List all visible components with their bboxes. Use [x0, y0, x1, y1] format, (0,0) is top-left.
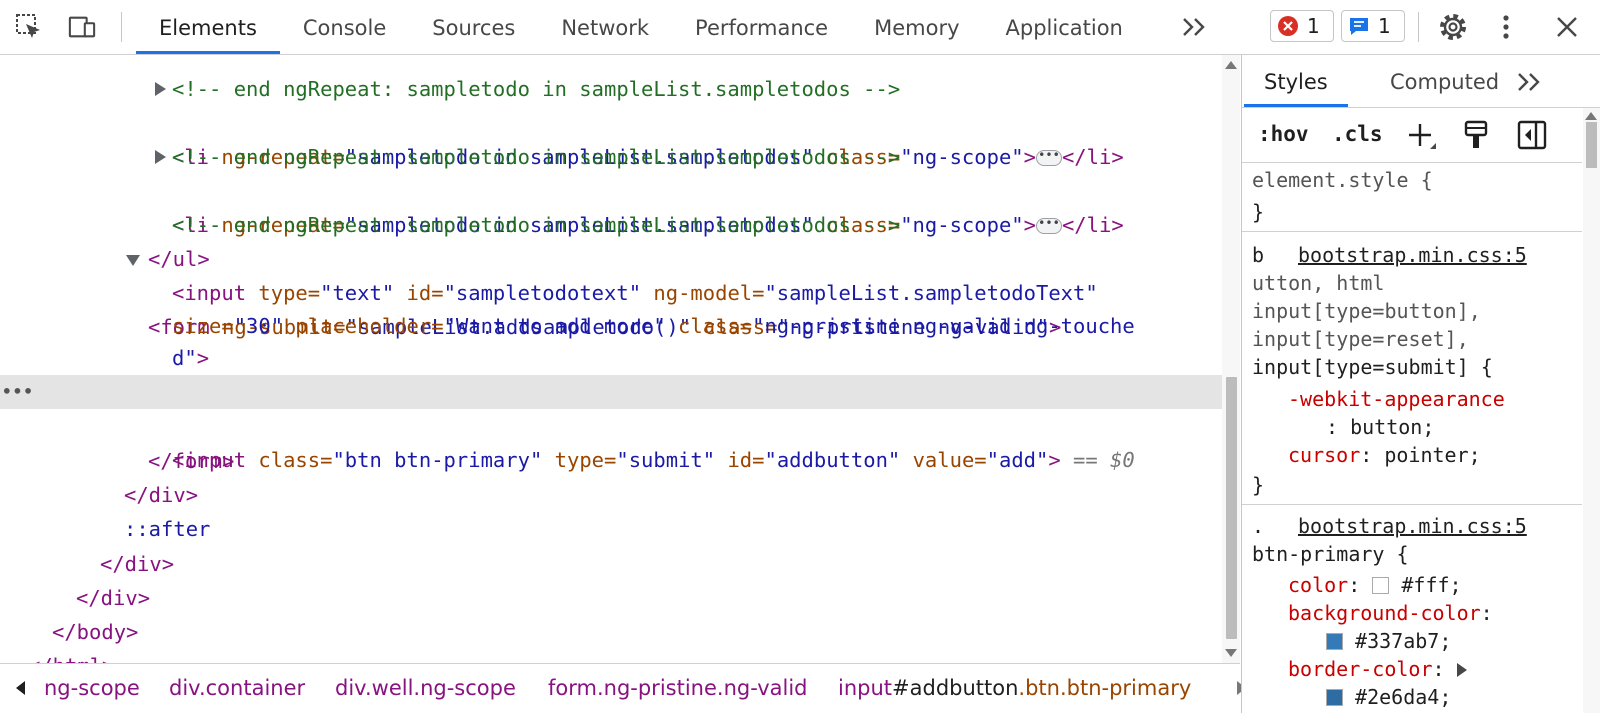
error-count: 1 [1307, 14, 1320, 38]
toolbar-divider [1418, 12, 1419, 42]
css-property-name[interactable]: color [1288, 573, 1349, 597]
tab-network[interactable]: Network [561, 16, 650, 40]
tab-styles[interactable]: Styles [1244, 55, 1348, 107]
css-property-name[interactable]: cursor [1288, 443, 1361, 467]
css-property-name[interactable]: -webkit-appearance [1288, 387, 1505, 411]
dom-line-comment[interactable]: <!-- end ngRepeat: sampletodo in sampleL… [172, 213, 901, 237]
add-rule-icon[interactable] [1408, 122, 1438, 150]
dom-line-form-close[interactable]: </form> [148, 449, 235, 473]
stylesheet-source-link[interactable]: bootstrap.min.css:5 [1298, 514, 1527, 538]
breadcrumb-left-arrow-icon[interactable] [14, 680, 26, 696]
color-swatch[interactable] [1326, 633, 1343, 650]
message-count: 1 [1378, 14, 1391, 38]
device-toolbar-icon[interactable] [68, 13, 96, 41]
dom-line[interactable]: <!-- end ngRepeat: sampletodo in sampleL… [172, 77, 901, 101]
class-toggle[interactable]: .cls [1332, 122, 1383, 146]
dom-line-li[interactable]: <li ng-repeat="sampletodo in sampleList.… [0, 140, 1222, 237]
message-badge[interactable]: 1 [1341, 10, 1405, 42]
css-property-name[interactable]: background-color [1288, 601, 1481, 625]
styles-sidebar: Styles Computed :hov .cls element.style … [1241, 55, 1600, 713]
collapse-triangle-icon[interactable] [126, 255, 140, 266]
scroll-up-arrow-icon[interactable] [1585, 112, 1597, 120]
style-rule-element[interactable]: element.style { } [1242, 163, 1582, 232]
dom-line-div-close[interactable]: </div> [100, 552, 175, 576]
dom-line-input-text[interactable]: <input type="text" id="sampletodotext" n… [172, 281, 1135, 370]
color-swatch[interactable] [1372, 577, 1390, 594]
breadcrumb-item[interactable]: ng-scope [44, 676, 140, 700]
dom-tree: <!-- end ngRepeat: sampletodo in sampleL… [0, 55, 1222, 663]
expand-triangle-icon[interactable] [155, 82, 166, 96]
breadcrumb-item[interactable]: form.ng-pristine.ng-valid [548, 676, 808, 700]
styles-scrollbar[interactable] [1583, 108, 1600, 713]
more-tabs-icon[interactable] [1181, 17, 1209, 37]
breadcrumb-item[interactable]: div.container [169, 676, 306, 700]
collapsed-ellipsis-icon[interactable]: ••• [1035, 149, 1062, 166]
style-rule-btn-primary[interactable]: . bootstrap.min.css:5 btn-primary { colo… [1252, 514, 1527, 709]
element-state-paint-icon[interactable] [1462, 120, 1490, 150]
error-icon [1278, 16, 1298, 36]
devtools-toolbar: Elements Console Sources Network Perform… [0, 0, 1600, 55]
tab-console[interactable]: Console [302, 16, 387, 40]
dom-line-pseudo-after[interactable]: ::after [124, 517, 211, 541]
tab-sources[interactable]: Sources [432, 16, 516, 40]
dom-line-html-close[interactable]: </html> [0, 615, 1222, 663]
breadcrumb-item-selected[interactable]: input#addbutton.btn.btn-primary [838, 676, 1192, 700]
close-icon[interactable] [1556, 16, 1578, 38]
selected-node-marker: == $0 [1060, 448, 1135, 472]
color-swatch[interactable] [1326, 689, 1343, 706]
dom-scroll-thumb[interactable] [1226, 377, 1237, 639]
inspect-element-icon[interactable] [15, 13, 43, 41]
dom-line-div-close[interactable]: </div> [76, 586, 151, 610]
dom-line-form[interactable]: <form ng-submit="sampleList.addsampletod… [0, 242, 1222, 339]
toolbar-divider [121, 12, 122, 42]
toggle-sidebar-icon[interactable] [1517, 120, 1547, 150]
style-rule-button[interactable]: b bootstrap.min.css:5 utton, html input[… [1242, 236, 1582, 505]
expand-triangle-icon[interactable] [155, 150, 166, 164]
scroll-down-arrow-icon[interactable] [1225, 649, 1237, 657]
collapsed-ellipsis-icon[interactable]: ••• [1035, 217, 1062, 234]
css-property-value[interactable]: #2e6da4; [1355, 685, 1452, 709]
dom-line-li[interactable]: <li ng-repeat="sampletodo in sampleList.… [0, 72, 1222, 169]
tab-memory[interactable]: Memory [874, 16, 960, 40]
stylesheet-source-link[interactable]: bootstrap.min.css:5 [1298, 243, 1527, 267]
row-more-icon[interactable]: ••• [2, 382, 34, 401]
dom-line-ul-close[interactable]: </ul> [148, 247, 210, 271]
styles-toolbar: :hov .cls [1242, 108, 1582, 163]
dom-line-div-close[interactable]: </div> [124, 483, 199, 507]
dom-line-comment[interactable]: <!-- end ngRepeat: sampletodo in sampleL… [172, 145, 901, 169]
breadcrumb: ng-scope div.container div.well.ng-scope… [0, 663, 1246, 714]
expand-triangle-icon[interactable] [1456, 663, 1467, 677]
css-property-name[interactable]: border-color [1288, 657, 1433, 681]
styles-scroll-thumb[interactable] [1586, 122, 1597, 168]
tab-application[interactable]: Application [1005, 16, 1123, 40]
tab-computed[interactable]: Computed [1390, 70, 1500, 94]
settings-gear-icon[interactable] [1437, 11, 1469, 43]
dom-line-body-close[interactable]: </body> [52, 620, 139, 644]
hover-state-toggle[interactable]: :hov [1258, 122, 1309, 146]
error-badge[interactable]: 1 [1270, 10, 1334, 42]
more-sidebar-tabs-icon[interactable] [1517, 72, 1543, 92]
css-property-value[interactable]: #337ab7; [1355, 629, 1452, 653]
dom-scrollbar[interactable] [1222, 55, 1240, 663]
css-property-value[interactable]: : pointer; [1360, 443, 1481, 467]
scroll-up-arrow-icon[interactable] [1225, 61, 1237, 69]
sidebar-tabs: Styles Computed [1242, 55, 1600, 108]
kebab-menu-icon[interactable] [1500, 13, 1512, 41]
tab-performance[interactable]: Performance [695, 16, 829, 40]
css-property-value[interactable]: #fff; [1401, 573, 1462, 597]
breadcrumb-item[interactable]: div.well.ng-scope [335, 676, 516, 700]
tab-elements[interactable]: Elements [136, 0, 280, 54]
panel-tabs: Elements Console Sources Network Perform… [136, 0, 1146, 54]
css-property-value[interactable]: : button; [1326, 415, 1435, 439]
dom-line-input-selected[interactable]: ••• <input class="btn btn-primary" type=… [0, 375, 1222, 472]
message-icon [1350, 18, 1368, 35]
